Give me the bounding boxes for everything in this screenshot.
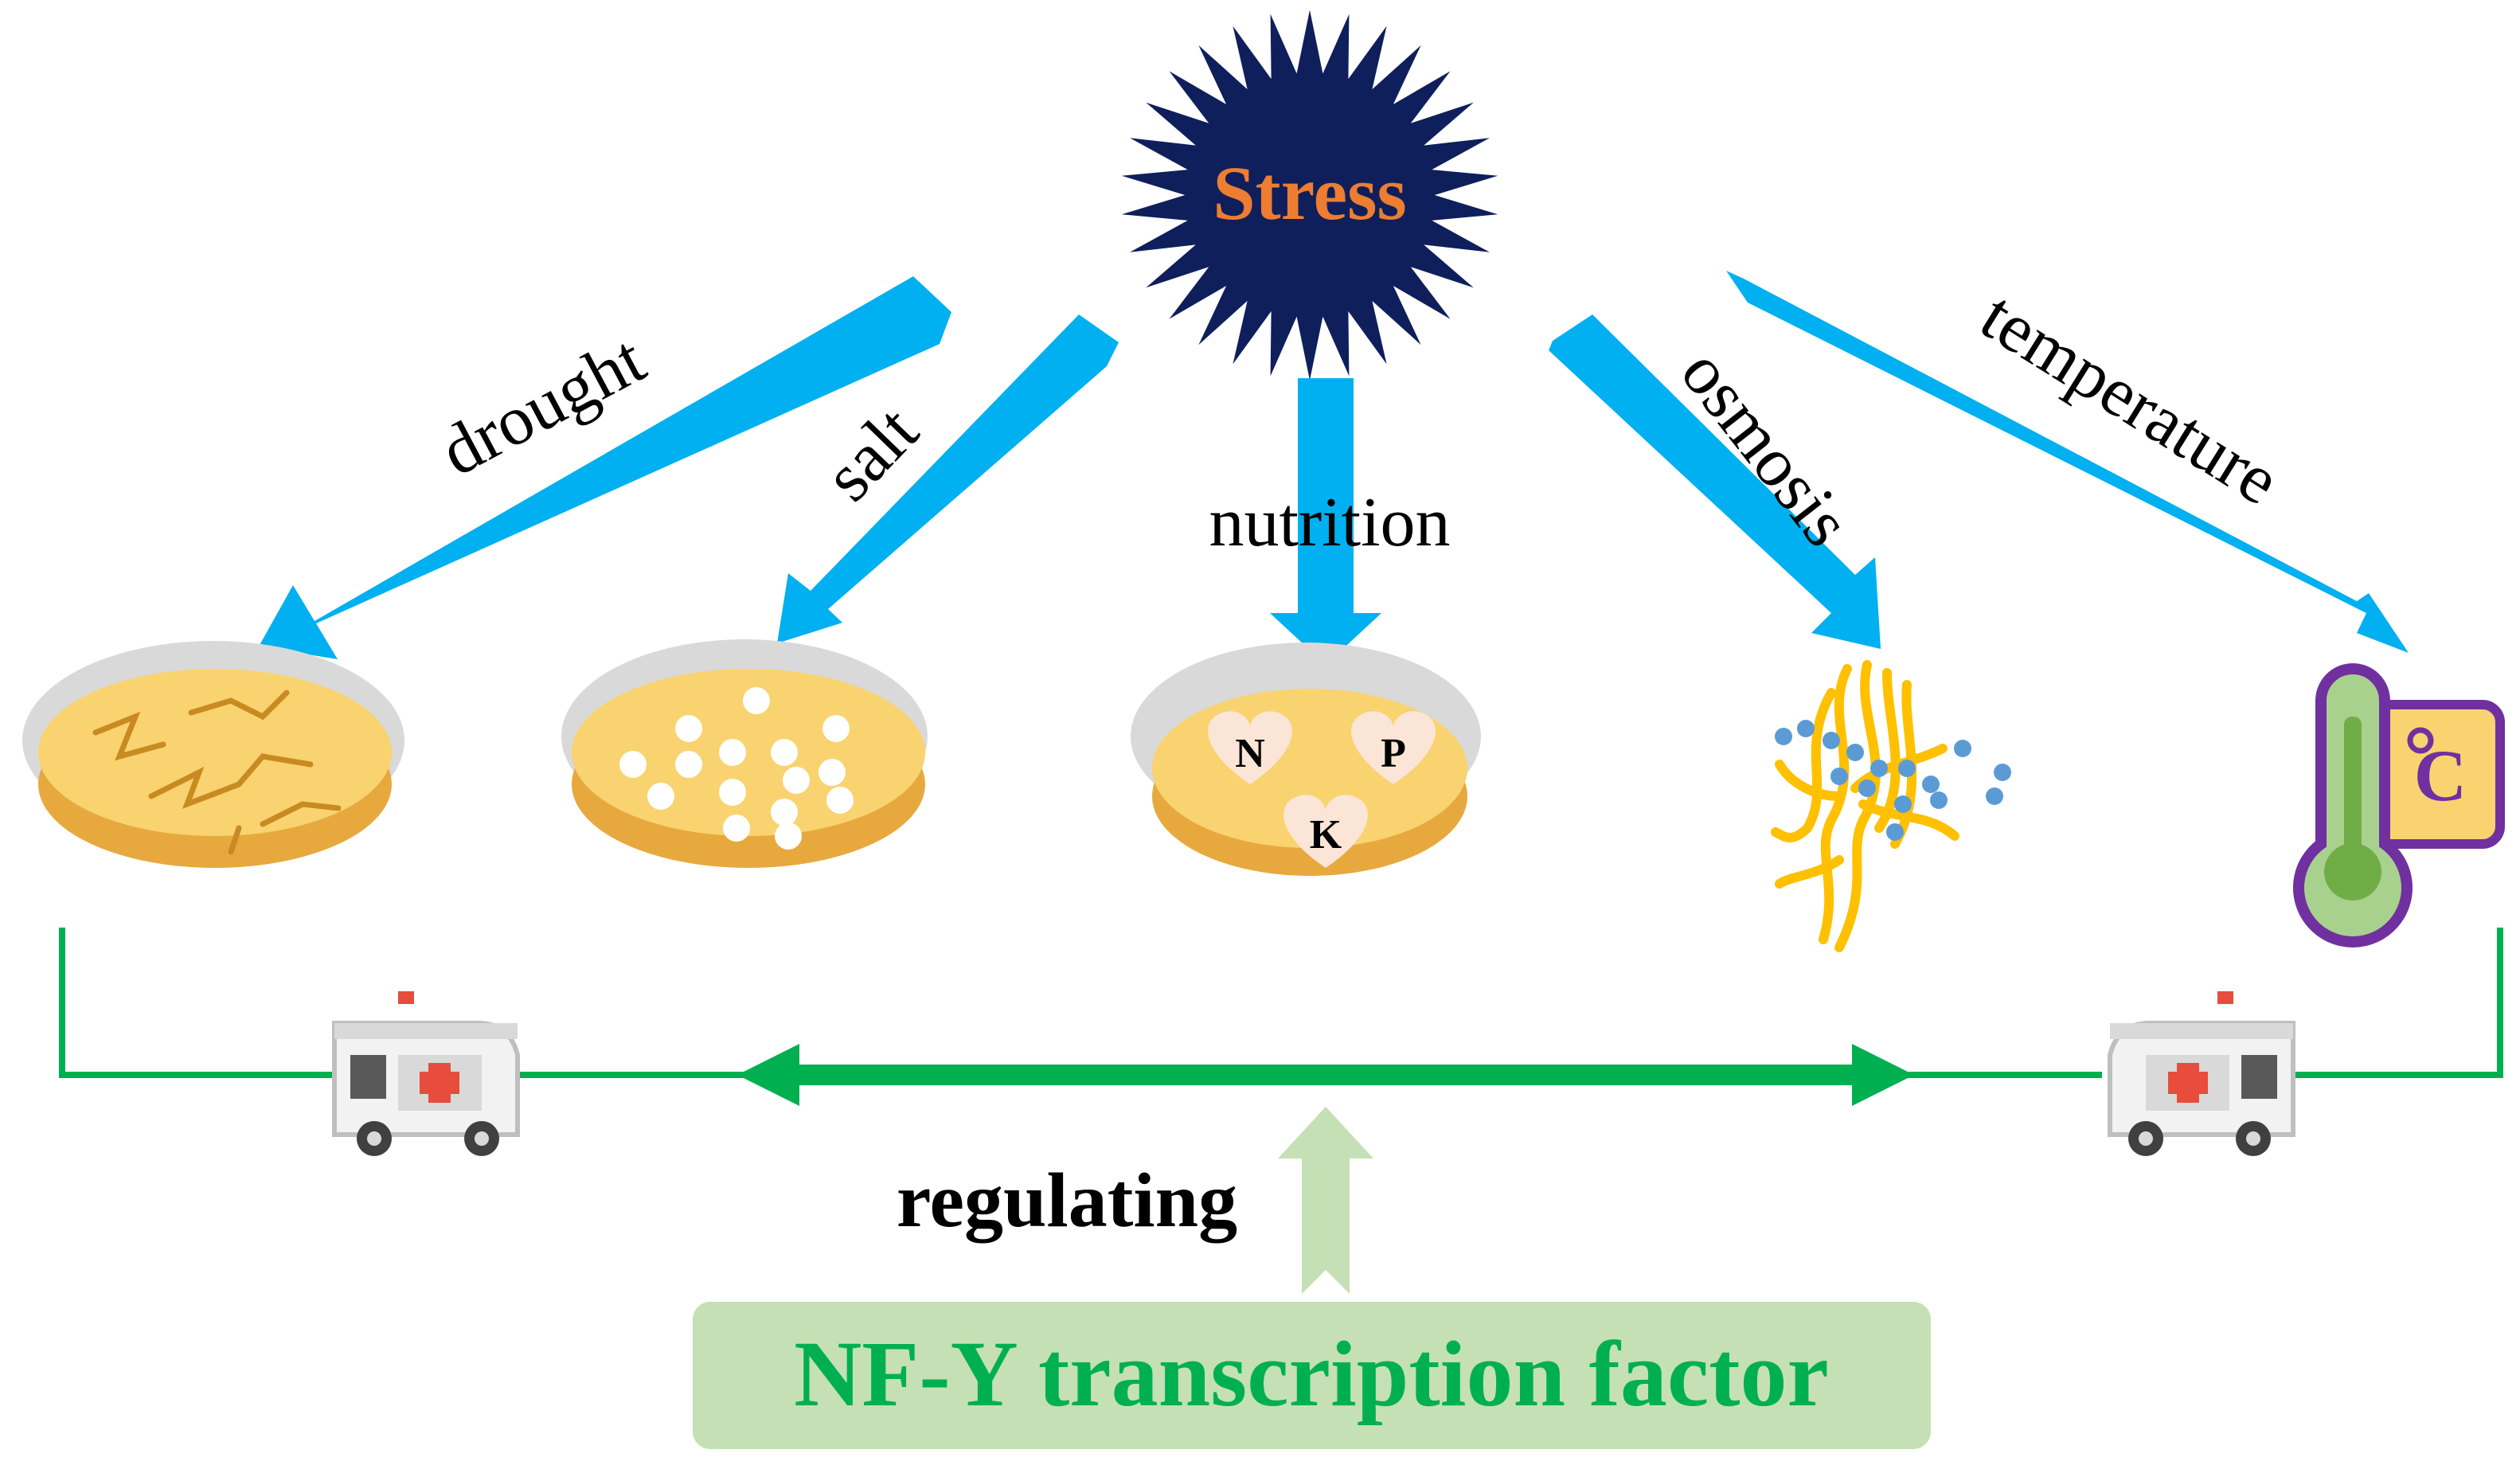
cracked-soil-icon [22,641,404,868]
ambulance-icon-left [332,991,520,1156]
arrow-to-temperature [1726,271,2409,653]
svg-text:P: P [1381,731,1406,776]
right-bracket-line [2273,928,2503,1078]
nutrient-dish-icon: N P K [1131,643,1481,876]
arrow-to-drought [259,276,951,659]
regulation-up-arrow [1278,1107,1373,1294]
ambulance-icon-right [2108,991,2295,1156]
nutrient-k: K [1283,795,1368,868]
regulation-network [59,928,2503,1106]
thermometer-celsius-icon: C [2293,663,2505,947]
nfy-factor-label: NF-Y transcription factor [794,1322,1829,1426]
nutrient-p: P [1351,711,1436,784]
arrow-to-nutrition [1270,378,1381,665]
starburst-icon [1121,10,1498,381]
svg-text:C: C [2414,735,2467,816]
stress-label-nutrition: nutrition [1209,484,1450,561]
arrow-to-salt [777,315,1119,643]
regulating-label: regulating [897,1158,1237,1244]
left-bracket-line [59,928,334,1078]
svg-text:N: N [1235,731,1265,776]
nutrient-n: N [1208,711,1292,784]
salt-crystals-icon [561,639,928,868]
nfy-factor-box: NF-Y transcription factor [693,1302,1931,1449]
osmosis-roots-icon [1771,660,2011,952]
stress-arrows [259,271,2409,665]
stress-label: Stress [1213,150,1407,236]
stress-node: Stress [1121,10,1498,381]
arrow-to-osmosis [1549,315,1881,649]
svg-text:K: K [1310,812,1342,858]
